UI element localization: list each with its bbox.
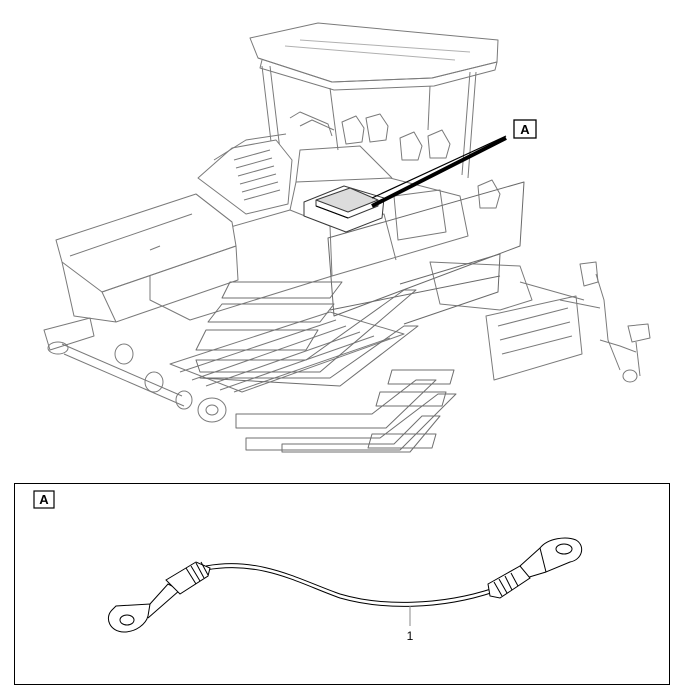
- left-cable-sleeve: [165, 561, 211, 595]
- canopy-roof: [249, 22, 499, 91]
- callout-tag-label: A: [520, 122, 530, 137]
- part-number-label: 1: [407, 629, 414, 643]
- callout-leader-line: [371, 135, 507, 199]
- callout-tag: A: [513, 119, 537, 139]
- material-hopper: [55, 193, 239, 323]
- screed-assembly: [429, 261, 651, 383]
- detail-panel-frame: [14, 483, 670, 685]
- cabin-side-panels: [327, 181, 525, 325]
- control-box-zone: [303, 185, 385, 233]
- cable-wire: [205, 563, 495, 603]
- cable-wire-edge: [205, 567, 495, 607]
- canopy-posts: [261, 65, 477, 179]
- detail-tag-label: A: [39, 492, 49, 507]
- crawler-track: [169, 311, 405, 423]
- operator-seats: [289, 111, 501, 209]
- asphalt-paver-drawing: [43, 22, 651, 453]
- chevron-stripes: [195, 281, 457, 453]
- right-ring-terminal: [519, 537, 583, 579]
- battery-cable: [108, 537, 583, 633]
- push-roller: [43, 317, 193, 410]
- right-cable-sleeve: [487, 565, 531, 599]
- detail-panel: A: [14, 483, 670, 685]
- callout-tag-box: [513, 119, 537, 139]
- detail-tag-box: [33, 490, 55, 509]
- callout-leader-wedge: [371, 136, 507, 208]
- engine-hood: [197, 133, 293, 215]
